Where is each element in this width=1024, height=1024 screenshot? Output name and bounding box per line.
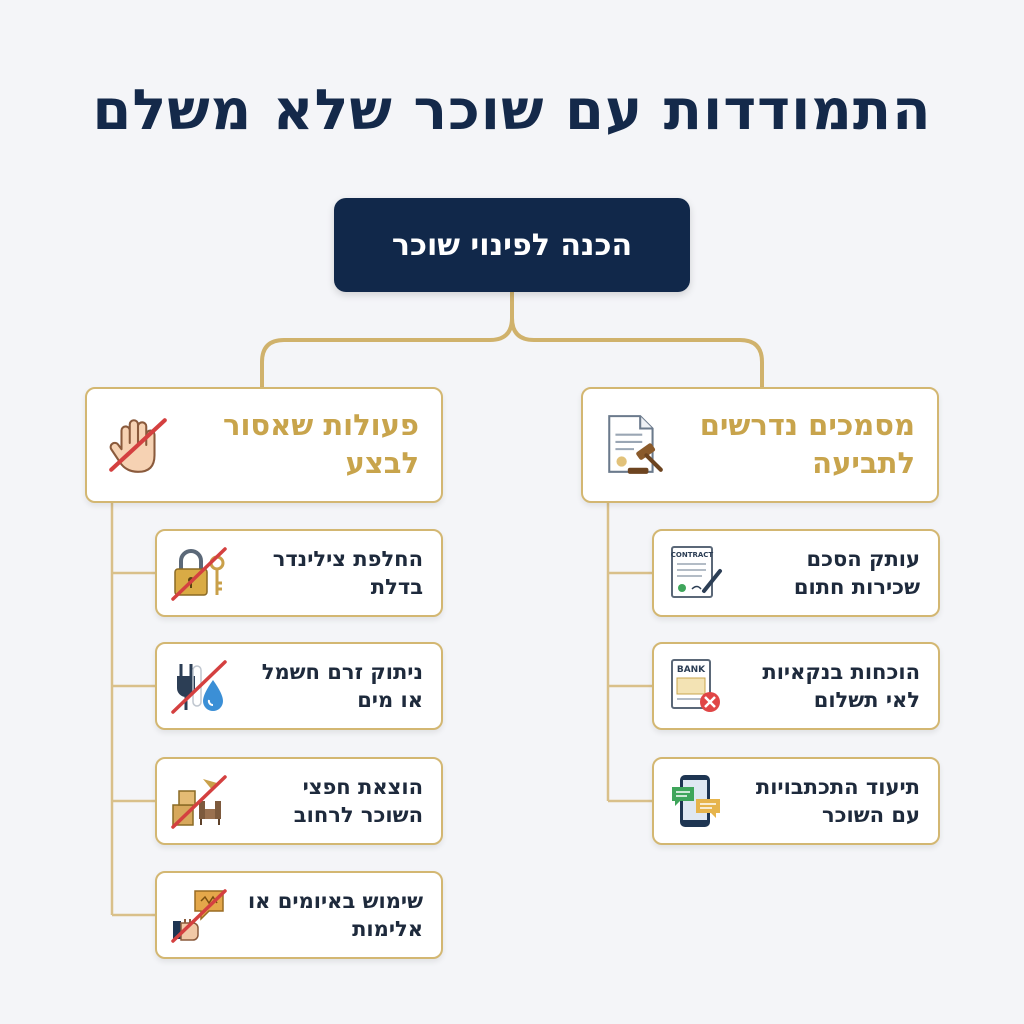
list-item: ניתוק זרם חשמל או מים (155, 642, 443, 730)
list-item: עותק הסכם שכירות חתום CONTRACT (652, 529, 940, 617)
bank-icon-text: BANK (677, 665, 706, 675)
lock-key-forbidden-icon (169, 543, 229, 603)
category-label: מסמכים נדרשים לתביעה (699, 408, 915, 480)
document-gavel-icon (601, 412, 667, 478)
list-item: הוכחות בנקאיות לאי תשלום BANK (652, 642, 940, 730)
signed-contract-icon: CONTRACT (666, 543, 726, 603)
category-documents: מסמכים נדרשים לתביעה (581, 387, 939, 503)
forbidden-hand-icon (105, 412, 171, 478)
list-item: הוצאת חפצי השוכר לרחוב (155, 757, 443, 845)
root-node: הכנה לפינוי שוכר (334, 198, 690, 292)
category-label: פעולות שאסור לבצע (223, 408, 419, 480)
phone-chat-icon (666, 771, 726, 831)
furniture-forbidden-icon (169, 771, 229, 831)
page-title: התמודדות עם שוכר שלא משלם (92, 78, 932, 143)
threat-forbidden-icon (169, 885, 229, 945)
root-label: הכנה לפינוי שוכר (391, 227, 633, 263)
contract-icon-text: CONTRACT (671, 551, 714, 559)
list-item: תיעוד התכתבויות עם השוכר (652, 757, 940, 845)
category-forbidden-actions: פעולות שאסור לבצע (85, 387, 443, 503)
bank-statement-rejected-icon: BANK (666, 656, 726, 716)
list-item: החלפת צילינדר בדלת (155, 529, 443, 617)
list-item: שימוש באיומים או אלימות (155, 871, 443, 959)
plug-water-forbidden-icon (169, 656, 229, 716)
